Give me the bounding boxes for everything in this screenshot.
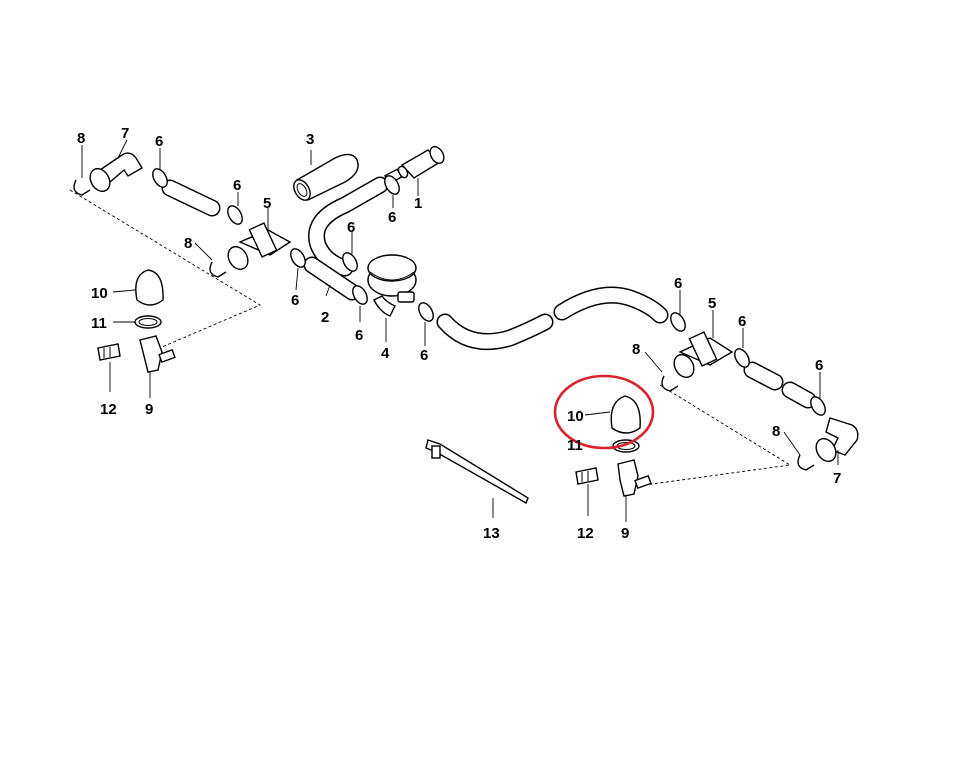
part-3-sleeve: [293, 153, 359, 201]
part-7-elbow-right: [815, 417, 859, 463]
part-10-cap-left: [135, 269, 164, 306]
part-5-tee-left: [227, 222, 292, 271]
clamp-set: [73, 168, 826, 471]
callout-6i: 6: [738, 313, 746, 330]
callout-6c: 6: [291, 292, 299, 309]
hose-left-upper: [308, 176, 389, 277]
callout-6j: 6: [815, 357, 823, 374]
dashed-guides: [69, 189, 792, 486]
callout-12-left: 12: [100, 401, 117, 418]
callout-8d: 8: [772, 423, 780, 440]
callout-8c: 8: [632, 341, 640, 358]
part-1-valve: [383, 145, 445, 185]
callout-8a: 8: [77, 130, 85, 147]
callout-13: 13: [483, 525, 500, 542]
part-7-elbow-left: [89, 152, 143, 193]
callout-1: 1: [414, 195, 422, 212]
callout-11-left: 11: [91, 315, 107, 332]
hose-short-right: [743, 361, 817, 409]
callout-6d: 6: [347, 219, 355, 236]
callout-8b: 8: [184, 235, 192, 252]
callout-7-right: 7: [833, 470, 841, 487]
callouts: 1 2 3 4 5 5 6 6 6 6 6 6 6 6 6 6 7 7 8 8 …: [77, 125, 841, 542]
part-9-jet-right: [617, 459, 652, 497]
callout-5-left: 5: [263, 195, 271, 212]
part-12-brackets: [97, 343, 599, 485]
callout-6e: 6: [388, 209, 396, 226]
callout-2: 2: [321, 309, 329, 326]
part-10-cap-right: [610, 395, 641, 434]
part-5-tee-right: [673, 331, 734, 379]
callout-9-left: 9: [145, 401, 153, 418]
callout-9-right: 9: [621, 525, 629, 542]
callout-11-right: 11: [567, 437, 583, 454]
callout-10-right: 10: [567, 408, 584, 425]
callout-6g: 6: [420, 347, 428, 364]
pump-assembly: [367, 254, 417, 317]
callout-4: 4: [381, 345, 390, 362]
callout-6a: 6: [155, 133, 163, 150]
part-9-jet-left: [139, 335, 176, 373]
callout-12-right: 12: [577, 525, 594, 542]
callout-10-left: 10: [91, 285, 108, 302]
callout-6b: 6: [233, 177, 241, 194]
highlight-circle: [553, 374, 655, 450]
hose-short-left: [161, 179, 221, 217]
hose-center: [436, 286, 669, 351]
callout-6f: 6: [355, 327, 363, 344]
part-13-cable-tie: [425, 439, 529, 505]
callout-3: 3: [306, 131, 314, 148]
callout-5-right: 5: [708, 295, 716, 312]
leader-lines: [81, 139, 839, 522]
hose-2: [303, 256, 361, 301]
callout-7-left: 7: [121, 125, 129, 142]
callout-6h: 6: [674, 275, 682, 292]
